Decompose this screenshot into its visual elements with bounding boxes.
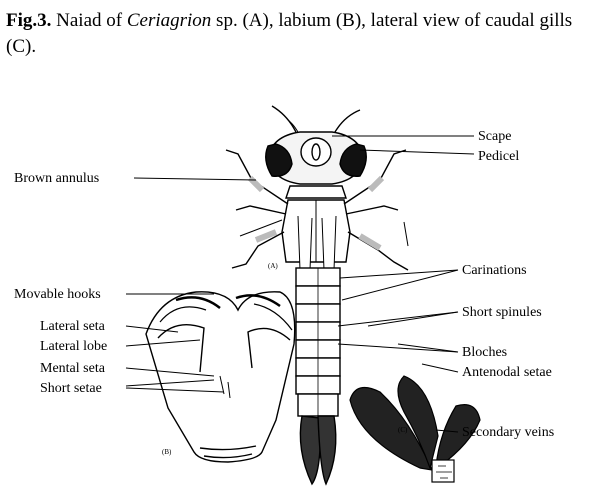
label-short-setae: Short setae — [40, 381, 102, 396]
label-secondary-veins: Secondary veins — [462, 425, 554, 440]
label-sub-c: (C) — [398, 426, 408, 434]
label-sub-b: (B) — [162, 448, 172, 456]
label-lateral-seta: Lateral seta — [40, 319, 106, 334]
label-carinations: Carinations — [462, 263, 527, 278]
label-antenodal-setae: Antenodal setae — [462, 365, 552, 380]
label-bloches: Bloches — [462, 345, 507, 360]
label-mental-seta: Mental seta — [40, 361, 106, 376]
label-short-spinules: Short spinules — [462, 305, 542, 320]
label-pedicel: Pedicel — [478, 149, 519, 164]
label-movable-hooks: Movable hooks — [14, 287, 101, 302]
label-brown-annulus: Brown annulus — [14, 171, 99, 186]
caudal-gills-drawing — [350, 376, 480, 482]
labium-drawing — [146, 292, 295, 462]
label-scape: Scape — [478, 129, 511, 144]
label-sub-a: (A) — [268, 262, 278, 270]
label-lateral-lobe: Lateral lobe — [40, 339, 107, 354]
